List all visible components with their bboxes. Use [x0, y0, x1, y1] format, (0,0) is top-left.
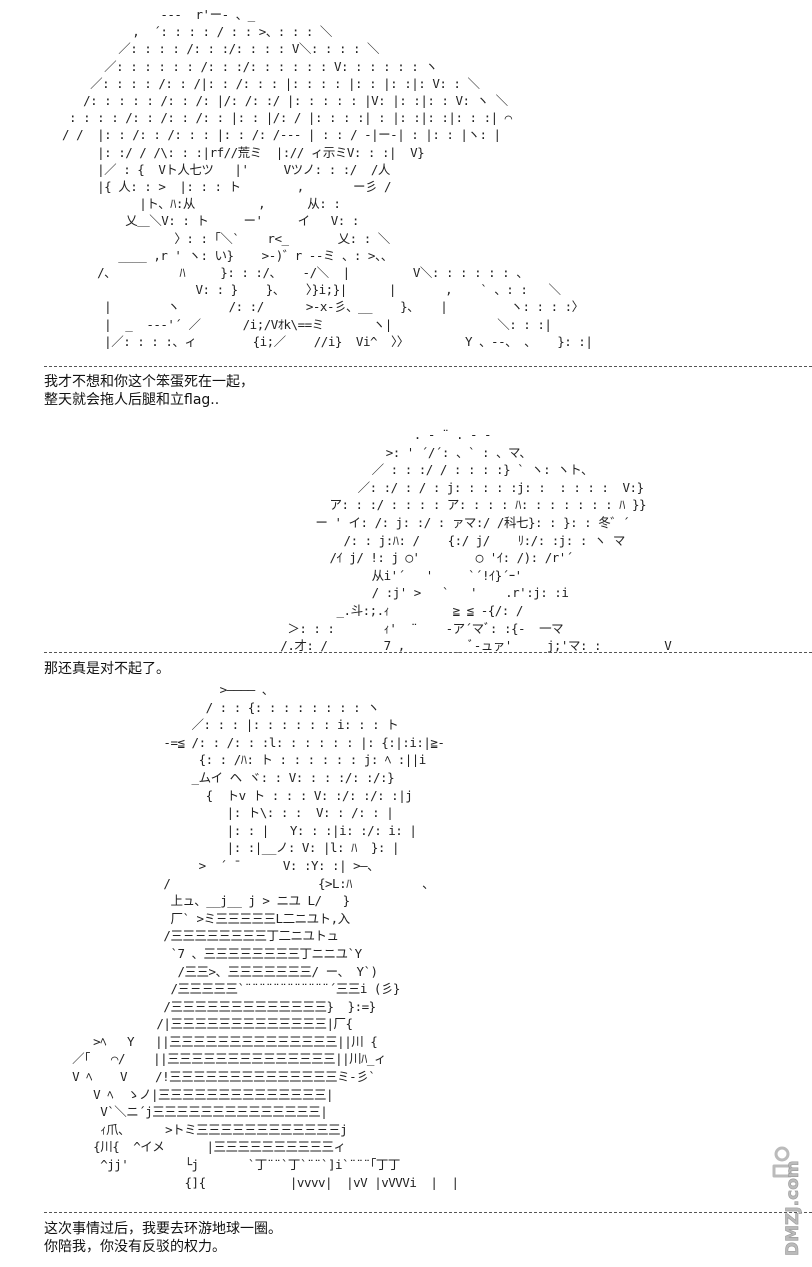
caption-panel-1-line-1: 我才不想和你这个笨蛋死在一起，: [44, 374, 254, 390]
watermark-text: DMZJ.com: [783, 1160, 803, 1256]
caption-panel-1-line-2: 整天就会拖人后腿和立flag..: [44, 392, 220, 408]
panel-divider: [44, 1212, 812, 1213]
caption-panel-3-line-1: 这次事情过后，我要去环游地球一圈。: [44, 1221, 282, 1237]
ascii-art-panel-1: --- r'ー- 、_ , ´: : : : / : : >、: : : ＼ ／…: [62, 7, 593, 349]
site-watermark-logo: DMZJ.com: [768, 1140, 808, 1260]
ascii-art-panel-3: >―――― 、 / : : {: : : : : : : : ヽ ／: : : …: [72, 682, 459, 1190]
panel-divider: [44, 366, 812, 367]
panel-divider: [44, 652, 812, 653]
caption-panel-3-line-2: 你陪我，你没有反驳的权力。: [44, 1239, 226, 1255]
caption-panel-2-line-1: 那还真是对不起了。: [44, 661, 170, 677]
ascii-art-panel-2: . ‐ ¨ . ‐ ‐ >: ' ´/´: 、` : 、マ、 ／ : : :/ …: [280, 427, 672, 654]
watermark-logo-icon: DMZJ.com: [772, 1146, 803, 1256]
